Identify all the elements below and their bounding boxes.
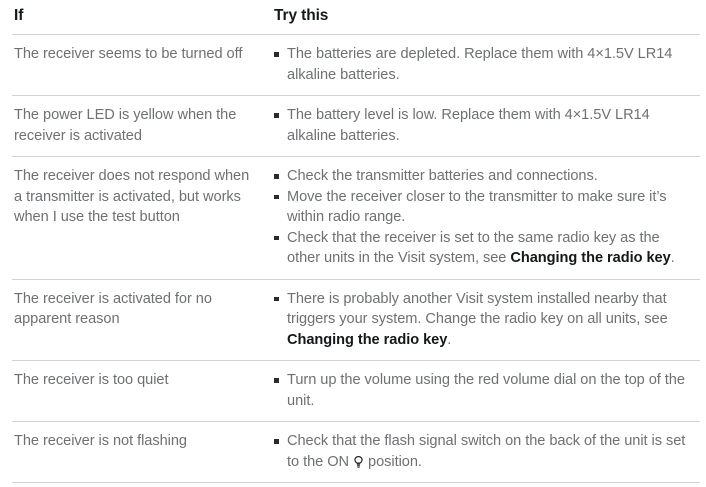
table-row: The power LED is yellow when the receive… [12, 95, 700, 157]
list-item: The battery level is low. Replace them w… [274, 105, 696, 146]
solution-list: The battery level is low. Replace them w… [274, 105, 696, 146]
square-bullet-icon [274, 296, 279, 301]
symptom-cell: The receiver is activated for no apparen… [12, 279, 268, 361]
solution-text: There is probably another Visit system i… [287, 290, 668, 328]
table-row: The receiver does not respond when a tra… [12, 156, 700, 280]
list-item: The batteries are depleted. Replace them… [274, 44, 696, 85]
column-header-try-this: Try this [268, 0, 700, 35]
solution-cell: Check the transmitter batteries and conn… [268, 156, 700, 280]
list-item: Turn up the volume using the red volume … [274, 370, 696, 411]
square-bullet-icon [274, 235, 279, 240]
solution-list: There is probably another Visit system i… [274, 289, 696, 351]
solution-cell: The battery level is low. Replace them w… [268, 95, 700, 157]
list-item: There is probably another Visit system i… [274, 289, 696, 351]
list-item: Move the receiver closer to the transmit… [274, 187, 696, 228]
list-item: Check that the receiver is set to the sa… [274, 228, 696, 269]
solution-text: . [447, 331, 452, 348]
list-item: Check that the flash signal switch on th… [274, 431, 696, 472]
table-row: The receiver is too quiet Turn up the vol… [12, 360, 700, 422]
square-bullet-icon [274, 439, 279, 444]
solution-text: position. [364, 453, 422, 470]
solution-list: The batteries are depleted. Replace them… [274, 44, 696, 85]
square-bullet-icon [274, 174, 279, 179]
solution-text: Check the transmitter batteries and conn… [287, 168, 598, 184]
square-bullet-icon [274, 113, 279, 118]
square-bullet-icon [274, 52, 279, 57]
symptom-cell: The receiver is too quiet [12, 360, 268, 422]
solution-cell: The batteries are depleted. Replace them… [268, 34, 700, 96]
solution-text: Move the receiver closer to the transmit… [287, 188, 667, 226]
table-row: The receiver is activated for no apparen… [12, 279, 700, 361]
table-header: If Try this [12, 0, 700, 35]
square-bullet-icon [274, 378, 279, 383]
lightbulb-icon [354, 455, 363, 468]
solution-list: Check that the flash signal switch on th… [274, 431, 696, 472]
solution-text: The batteries are depleted. Replace them… [287, 46, 673, 83]
table-row: The receiver seems to be turned off The b… [12, 34, 700, 96]
solution-cell: Check that the flash signal switch on th… [268, 421, 700, 483]
column-header-if: If [12, 0, 268, 35]
cross-reference-link[interactable]: Changing the radio key [510, 250, 671, 266]
symptom-cell: The receiver does not respond when a tra… [12, 156, 268, 280]
solution-text: The battery level is low. Replace them w… [287, 107, 650, 144]
troubleshooting-table: If Try this The receiver seems to be tur… [12, 0, 700, 483]
symptom-cell: The power LED is yellow when the receive… [12, 95, 268, 157]
cross-reference-link[interactable]: Changing the radio key [287, 331, 448, 348]
solution-text: Turn up the volume using the red volume … [287, 372, 685, 409]
symptom-cell: The receiver seems to be turned off [12, 34, 268, 96]
solution-text: . [670, 250, 675, 266]
solution-text: Check that the receiver is set to the sa… [287, 229, 660, 267]
symptom-cell: The receiver is not flashing [12, 421, 268, 483]
square-bullet-icon [274, 194, 279, 199]
header-row: If Try this [12, 0, 700, 35]
table-row: The receiver is not flashing Check that t… [12, 421, 700, 483]
solution-list: Check the transmitter batteries and conn… [274, 166, 696, 269]
solution-text: Check that the flash signal switch on th… [287, 433, 686, 470]
solution-cell: Turn up the volume using the red volume … [268, 360, 700, 422]
solution-cell: There is probably another Visit system i… [268, 279, 700, 361]
list-item: Check the transmitter batteries and conn… [274, 166, 696, 187]
solution-list: Turn up the volume using the red volume … [274, 370, 696, 411]
